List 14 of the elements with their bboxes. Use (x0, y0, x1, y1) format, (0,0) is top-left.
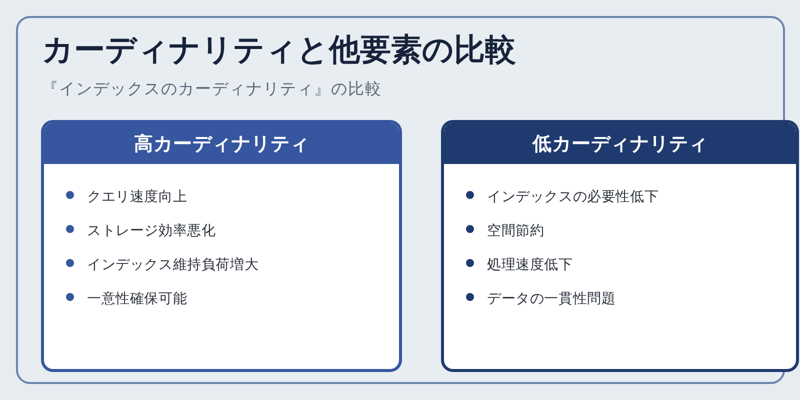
list-item: データの一貫性問題 (487, 290, 616, 309)
heading: カーディナリティと他要素の比較 (42, 31, 516, 69)
list-item: ストレージ効率悪化 (87, 222, 216, 241)
card-header: 高カーディナリティ (44, 123, 399, 164)
card-header: 低カーディナリティ (444, 123, 796, 164)
comparison-card (41, 120, 402, 372)
list-item: 一意性確保可能 (87, 290, 188, 309)
list-item: 処理速度低下 (487, 256, 573, 275)
comparison-card (441, 120, 799, 372)
list-item: インデックス維持負荷増大 (87, 256, 259, 275)
list-item: クエリ速度向上 (87, 188, 188, 207)
list-item: 空間節約 (487, 222, 544, 241)
list-item: インデックスの必要性低下 (487, 188, 659, 207)
subtitle: 『インデックスのカーディナリティ』の比較 (42, 78, 382, 100)
